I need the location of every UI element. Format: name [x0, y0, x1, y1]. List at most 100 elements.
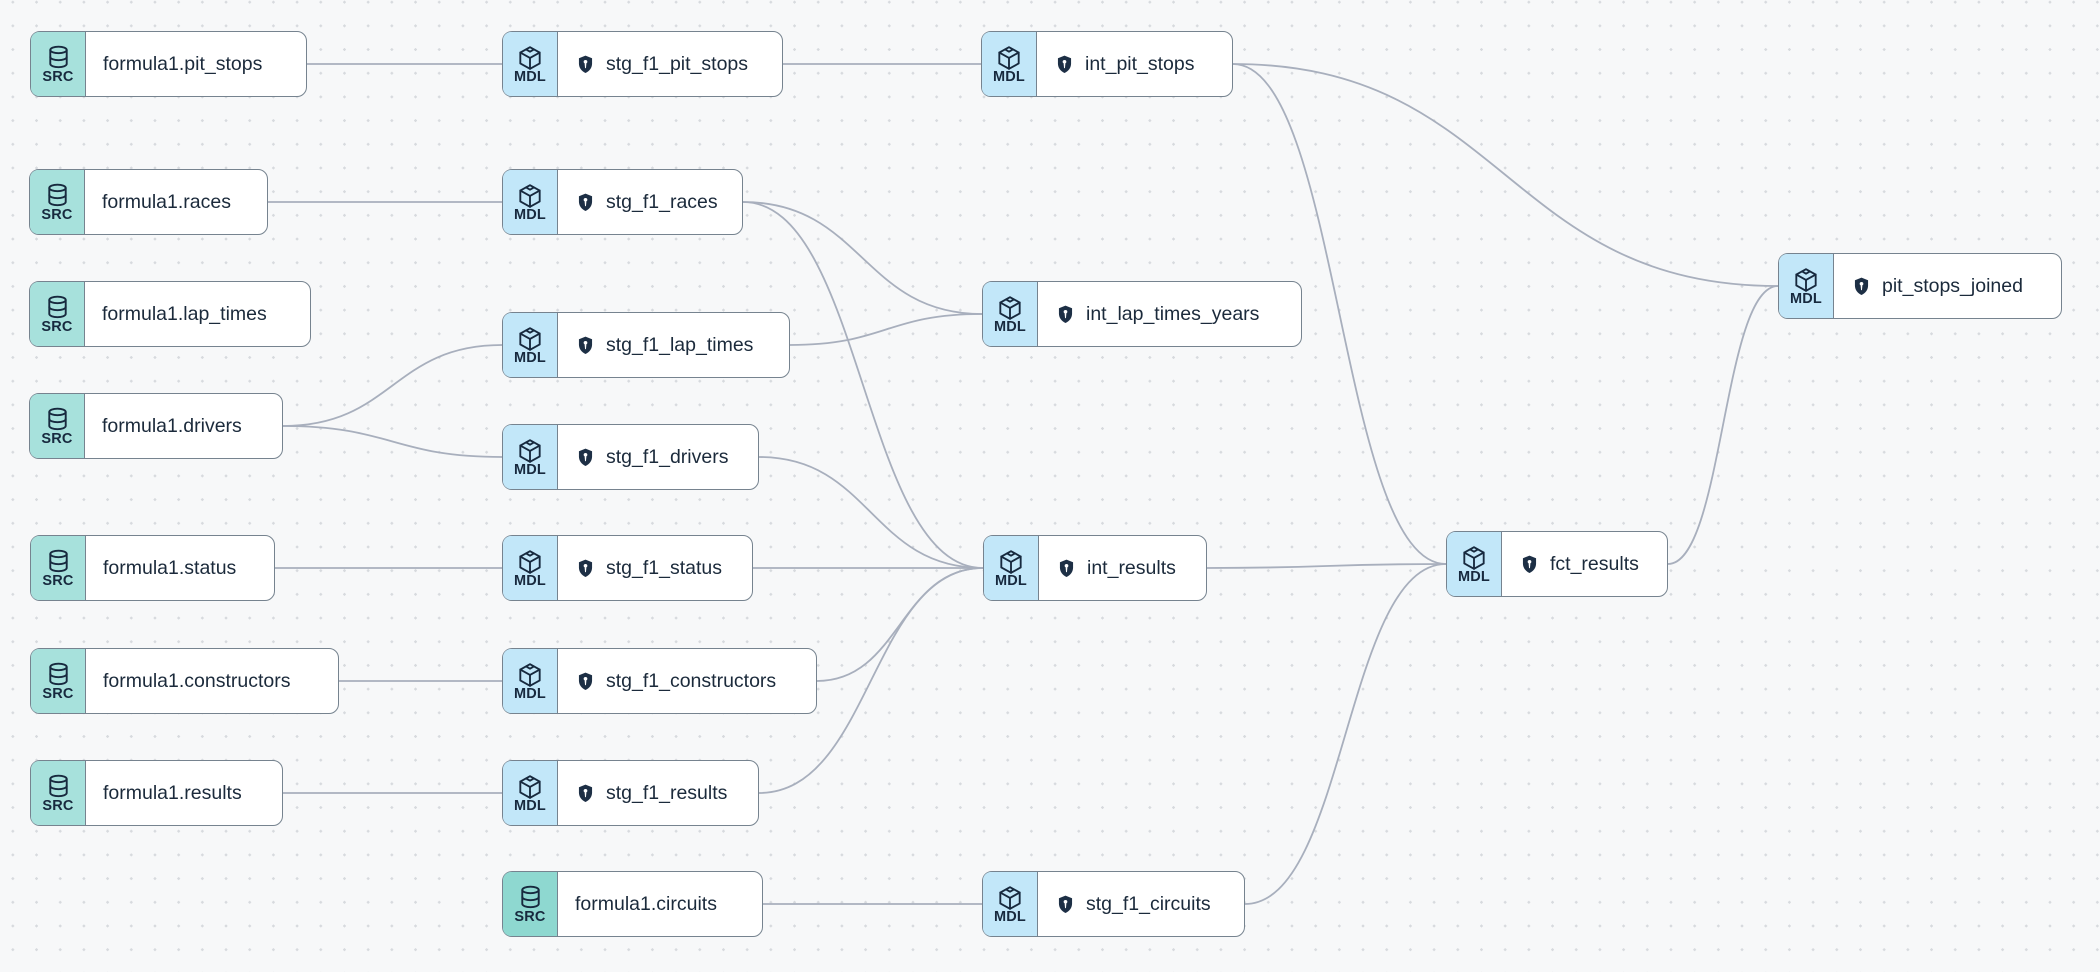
shield-lock-icon	[575, 783, 596, 804]
shield-lock-icon	[575, 335, 596, 356]
node-type-badge: MDL	[1779, 254, 1834, 318]
node-type-badge: MDL	[503, 761, 558, 825]
database-icon	[45, 773, 72, 800]
node-type-badge: SRC	[31, 649, 86, 713]
node-label: stg_f1_status	[606, 556, 722, 579]
node-type-badge-label: MDL	[513, 797, 546, 814]
node-stg_f1_races[interactable]: MDL stg_f1_races	[502, 169, 743, 235]
shield-lock-icon	[1055, 894, 1076, 915]
node-type-badge-label: MDL	[513, 206, 546, 223]
node-type-badge: SRC	[30, 394, 85, 458]
node-body: formula1.lap_times	[85, 282, 284, 346]
shield-lock-icon	[575, 558, 596, 579]
node-label: formula1.circuits	[575, 892, 717, 915]
node-body: stg_f1_constructors	[558, 649, 793, 713]
cube-icon	[1792, 266, 1820, 293]
node-type-badge-label: MDL	[513, 68, 546, 85]
node-pit_stops_joined[interactable]: MDL pit_stops_joined	[1778, 253, 2062, 319]
node-formula1.lap_times[interactable]: SRC formula1.lap_times	[29, 281, 311, 347]
node-body: stg_f1_status	[558, 536, 739, 600]
cube-icon	[516, 44, 544, 71]
node-type-badge-label: MDL	[993, 908, 1026, 925]
node-label: int_lap_times_years	[1086, 302, 1260, 325]
node-body: formula1.circuits	[558, 872, 734, 936]
edge-int_pit_stops-to-pit_stops_joined	[1232, 63, 1779, 287]
node-body: stg_f1_pit_stops	[558, 32, 765, 96]
edge-stg_f1_drivers-to-int_results	[758, 456, 984, 569]
node-stg_f1_results[interactable]: MDL stg_f1_results	[502, 760, 759, 826]
cube-icon	[516, 437, 544, 464]
node-type-badge: SRC	[31, 32, 86, 96]
database-icon	[44, 182, 71, 209]
edge-formula1.drivers-to-stg_f1_lap_times	[282, 344, 503, 427]
node-type-badge: SRC	[30, 170, 85, 234]
cube-icon	[997, 548, 1025, 575]
cube-icon	[516, 548, 544, 575]
node-formula1.pit_stops[interactable]: SRC formula1.pit_stops	[30, 31, 307, 97]
shield-lock-icon	[1851, 276, 1872, 297]
node-label: int_pit_stops	[1085, 52, 1195, 75]
edge-formula1.drivers-to-stg_f1_drivers	[282, 425, 503, 458]
node-type-badge-label: SRC	[42, 572, 74, 589]
node-body: int_lap_times_years	[1038, 282, 1276, 346]
node-body: formula1.results	[86, 761, 259, 825]
node-type-badge: MDL	[503, 32, 558, 96]
shield-lock-icon	[575, 54, 596, 75]
edge-int_pit_stops-to-fct_results	[1232, 63, 1447, 565]
cube-icon	[996, 294, 1024, 321]
node-int_pit_stops[interactable]: MDL int_pit_stops	[981, 31, 1233, 97]
node-body: stg_f1_lap_times	[558, 313, 770, 377]
node-type-badge-label: SRC	[41, 318, 73, 335]
node-formula1.drivers[interactable]: SRC formula1.drivers	[29, 393, 283, 459]
node-body: int_pit_stops	[1037, 32, 1212, 96]
node-type-badge: SRC	[31, 761, 86, 825]
shield-lock-icon	[575, 447, 596, 468]
node-type-badge: SRC	[31, 536, 86, 600]
edge-stg_f1_races-to-int_results	[742, 201, 984, 569]
node-formula1.circuits[interactable]: SRC formula1.circuits	[502, 871, 763, 937]
edge-stg_f1_races-to-int_lap_times_years	[742, 201, 983, 315]
edge-int_results-to-fct_results	[1206, 563, 1447, 569]
node-fct_results[interactable]: MDL fct_results	[1446, 531, 1668, 597]
cube-icon	[516, 182, 544, 209]
node-type-badge: SRC	[503, 872, 558, 936]
node-type-badge-label: MDL	[513, 349, 546, 366]
shield-lock-icon	[1519, 554, 1540, 575]
node-type-badge: MDL	[503, 425, 558, 489]
node-label: fct_results	[1550, 552, 1639, 575]
node-body: formula1.pit_stops	[86, 32, 279, 96]
node-stg_f1_lap_times[interactable]: MDL stg_f1_lap_times	[502, 312, 790, 378]
node-type-badge-label: SRC	[42, 68, 74, 85]
node-label: stg_f1_results	[606, 781, 728, 804]
node-type-badge-label: SRC	[41, 206, 73, 223]
node-label: stg_f1_drivers	[606, 445, 729, 468]
node-label: stg_f1_pit_stops	[606, 52, 749, 75]
node-label: stg_f1_lap_times	[606, 333, 754, 356]
node-label: formula1.drivers	[102, 414, 242, 437]
node-label: stg_f1_races	[606, 190, 718, 213]
shield-lock-icon	[1056, 558, 1077, 579]
node-body: pit_stops_joined	[1834, 254, 2040, 318]
database-icon	[45, 548, 72, 575]
node-stg_f1_drivers[interactable]: MDL stg_f1_drivers	[502, 424, 759, 490]
node-type-badge: MDL	[503, 649, 558, 713]
node-type-badge: MDL	[983, 872, 1038, 936]
node-stg_f1_circuits[interactable]: MDL stg_f1_circuits	[982, 871, 1245, 937]
edge-stg_f1_constructors-to-int_results	[816, 567, 984, 682]
node-type-badge: MDL	[982, 32, 1037, 96]
node-stg_f1_pit_stops[interactable]: MDL stg_f1_pit_stops	[502, 31, 783, 97]
node-type-badge-label: MDL	[1457, 568, 1490, 585]
node-label: pit_stops_joined	[1882, 274, 2023, 297]
node-type-badge: MDL	[984, 536, 1039, 600]
node-body: stg_f1_circuits	[1038, 872, 1228, 936]
